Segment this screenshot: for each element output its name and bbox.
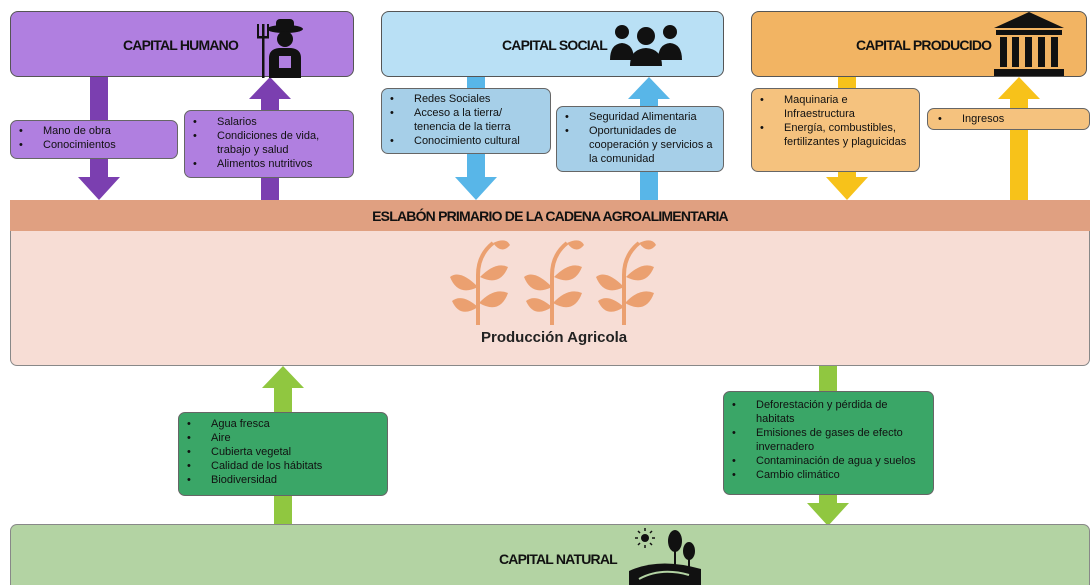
capital-producido-box: CAPITAL PRODUCIDO: [751, 11, 1087, 77]
producido-output-arrow: [998, 77, 1040, 200]
capital-social-box: CAPITAL SOCIAL: [381, 11, 724, 77]
natural-inputs-note: Agua fresca Aire Cubierta vegetal Calida…: [178, 412, 388, 496]
list-item: Condiciones de vida, trabajo y salud: [193, 129, 347, 157]
list-item: Deforestación y pérdida de habitats: [732, 398, 927, 426]
list-item: Redes Sociales: [390, 92, 544, 106]
list-item: Acceso a la tierra/ tenencia de la tierr…: [390, 106, 544, 134]
social-outputs-list: Seguridad Alimentaria Oportunidades de c…: [565, 110, 717, 166]
list-item: Conocimientos: [19, 138, 171, 152]
producido-outputs-note: Ingresos: [927, 108, 1090, 130]
eslabon-title: ESLABÓN PRIMARIO DE LA CADENA AGROALIMEN…: [372, 207, 729, 224]
list-item: Salarios: [193, 115, 347, 129]
producido-inputs-list: Maquinaria e Infraestructura Energía, co…: [760, 93, 913, 149]
list-item: Oportunidades de cooperación y servicios…: [565, 124, 717, 166]
capital-producido-title: CAPITAL PRODUCIDO: [856, 37, 992, 53]
capital-natural-title: CAPITAL NATURAL: [499, 551, 618, 567]
bank-building-icon: [994, 12, 1064, 76]
producido-inputs-note: Maquinaria e Infraestructura Energía, co…: [751, 88, 920, 172]
plant-sprout-icon: [450, 240, 510, 325]
list-item: Aire: [187, 431, 381, 445]
capital-social-title: CAPITAL SOCIAL: [502, 37, 608, 53]
people-group-icon: [610, 25, 682, 66]
social-outputs-note: Seguridad Alimentaria Oportunidades de c…: [556, 106, 724, 172]
natural-impacts-list: Deforestación y pérdida de habitats Emis…: [732, 398, 927, 482]
list-item: Biodiversidad: [187, 473, 381, 487]
humano-outputs-note: Salarios Condiciones de vida, trabajo y …: [184, 110, 354, 178]
landscape-sun-tree-icon: [629, 528, 701, 585]
list-item: Cubierta vegetal: [187, 445, 381, 459]
producido-outputs-list: Ingresos: [938, 112, 1083, 126]
list-item: Alimentos nutritivos: [193, 157, 347, 171]
list-item: Contaminación de agua y suelos: [732, 454, 927, 468]
natural-impacts-note: Deforestación y pérdida de habitats Emis…: [723, 391, 934, 495]
list-item: Emisiones de gases de efecto invernadero: [732, 426, 927, 454]
plant-sprout-icon: [524, 240, 584, 325]
humano-outputs-list: Salarios Condiciones de vida, trabajo y …: [193, 115, 347, 171]
farmer-icon: [257, 19, 303, 78]
eslabon-bar: ESLABÓN PRIMARIO DE LA CADENA AGROALIMEN…: [10, 200, 1090, 231]
list-item: Agua fresca: [187, 417, 381, 431]
social-inputs-list: Redes Sociales Acceso a la tierra/ tenen…: [390, 92, 544, 148]
list-item: Energía, combustibles, fertilizantes y p…: [760, 121, 913, 149]
humano-inputs-note: Mano de obra Conocimientos: [10, 120, 178, 159]
list-item: Seguridad Alimentaria: [565, 110, 717, 124]
produccion-label: Producción Agricola: [481, 329, 628, 346]
list-item: Conocimiento cultural: [390, 134, 544, 148]
capital-natural-box: CAPITAL NATURAL: [10, 524, 1090, 585]
humano-inputs-list: Mano de obra Conocimientos: [19, 124, 171, 152]
list-item: Ingresos: [938, 112, 1083, 126]
capital-humano-box: CAPITAL HUMANO: [10, 11, 354, 78]
list-item: Maquinaria e Infraestructura: [760, 93, 913, 121]
list-item: Calidad de los hábitats: [187, 459, 381, 473]
list-item: Mano de obra: [19, 124, 171, 138]
natural-inputs-list: Agua fresca Aire Cubierta vegetal Calida…: [187, 417, 381, 487]
plant-sprout-icon: [596, 240, 656, 325]
social-inputs-note: Redes Sociales Acceso a la tierra/ tenen…: [381, 88, 551, 154]
list-item: Cambio climático: [732, 468, 927, 482]
produccion-area: Producción Agricola: [10, 231, 1090, 366]
capital-humano-title: CAPITAL HUMANO: [123, 37, 239, 53]
